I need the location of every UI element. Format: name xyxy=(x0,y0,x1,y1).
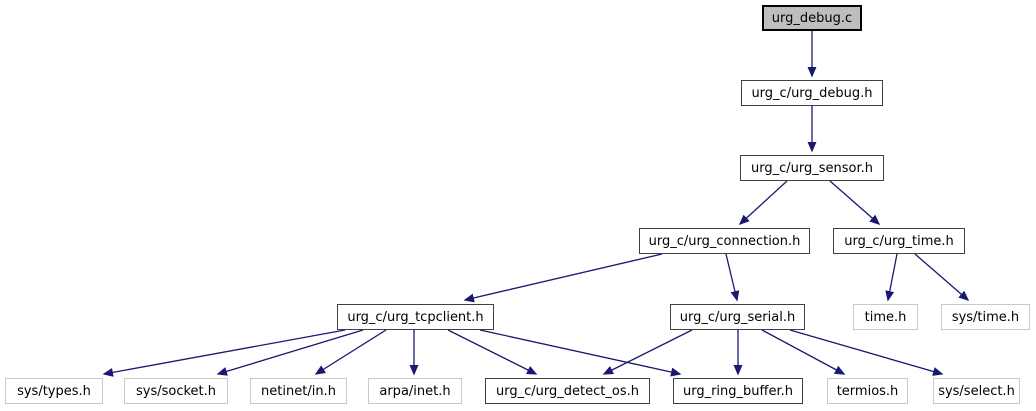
edge-urg_tcpclient_h-to-urg_detect_os_h xyxy=(447,329,538,375)
edge-urg_sensor_h-to-urg_time_h xyxy=(829,180,881,225)
edge-urg_connection_h-to-urg_tcpclient_h xyxy=(463,253,663,303)
edge-urg_sensor_h-to-urg_connection_h xyxy=(738,180,788,226)
edge-urg_tcpclient_h-to-sys_types_h xyxy=(102,329,346,377)
node-netinet-in-h: netinet/in.h xyxy=(250,378,347,404)
node-urg-debug-h[interactable]: urg_c/urg_debug.h xyxy=(741,80,883,106)
node-urg-connection-h[interactable]: urg_c/urg_connection.h xyxy=(639,228,810,254)
node-urg-time-h[interactable]: urg_c/urg_time.h xyxy=(833,228,965,254)
node-sys-time-h: sys/time.h xyxy=(941,304,1030,330)
edge-urg_tcpclient_h-to-sys_socket_h xyxy=(216,329,364,376)
node-urg-detect-os-h[interactable]: urg_c/urg_detect_os.h xyxy=(485,378,650,404)
node-urg-ring-buffer-h[interactable]: urg_ring_buffer.h xyxy=(673,378,803,404)
node-sys-socket-h: sys/socket.h xyxy=(124,378,228,404)
edge-urg_serial_h-to-urg_detect_os_h xyxy=(602,329,693,375)
node-urg-sensor-h[interactable]: urg_c/urg_sensor.h xyxy=(740,155,884,181)
edge-urg_connection_h-to-urg_serial_h xyxy=(725,253,740,302)
edge-urg_serial_h-to-termios_h xyxy=(761,329,846,375)
edge-urg_time_h-to-sys_time_h xyxy=(914,253,970,301)
edge-urg_time_h-to-time_h xyxy=(885,253,898,302)
edge-urg_tcpclient_h-to-urg_ring_buffer_h xyxy=(479,329,682,377)
node-urg-tcpclient-h[interactable]: urg_c/urg_tcpclient.h xyxy=(337,304,494,330)
node-sys-select-h: sys/select.h xyxy=(933,378,1020,404)
node-sys-types-h: sys/types.h xyxy=(5,378,103,404)
node-arpa-inet-h: arpa/inet.h xyxy=(368,378,462,404)
edge-urg_serial_h-to-sys_select_h xyxy=(789,329,944,376)
node-time-h: time.h xyxy=(853,304,918,330)
node-urg-debug-c: urg_debug.c xyxy=(762,5,862,31)
node-urg-serial-h[interactable]: urg_c/urg_serial.h xyxy=(670,304,805,330)
node-termios-h: termios.h xyxy=(827,378,908,404)
edge-urg_tcpclient_h-to-netinet_in_h xyxy=(314,329,387,375)
